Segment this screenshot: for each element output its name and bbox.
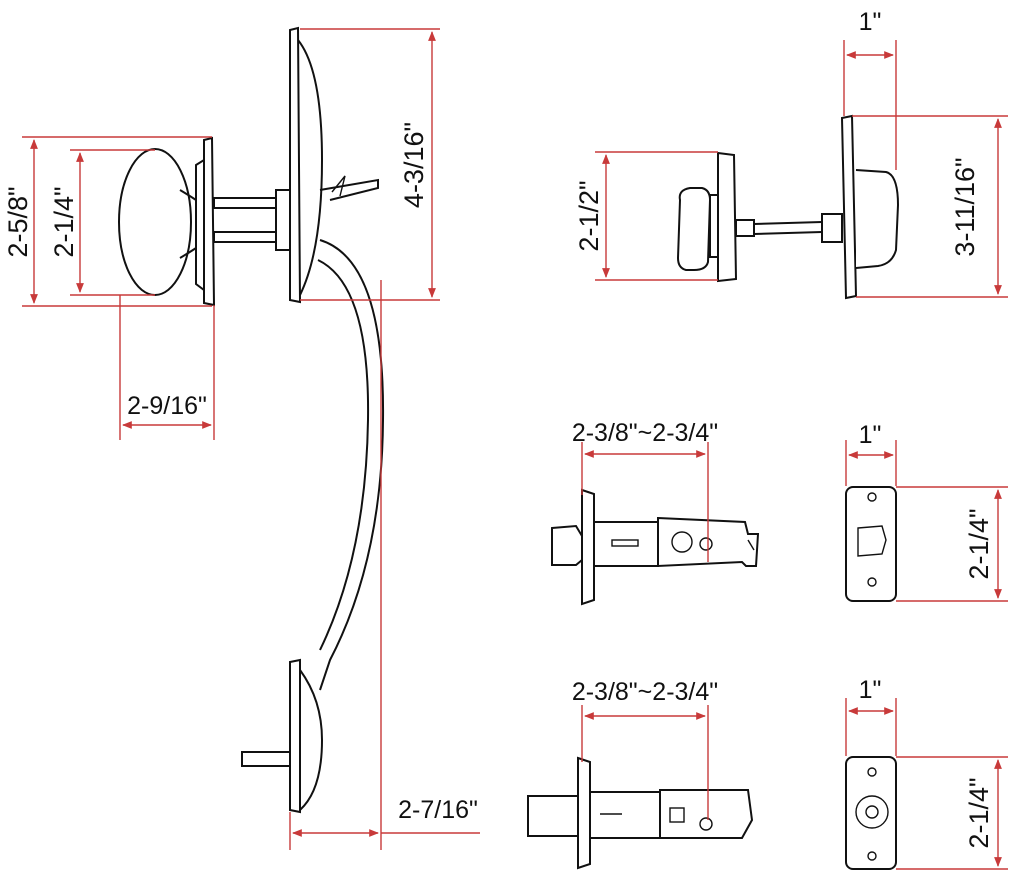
- deadbolt-strike-width-label: 1": [859, 676, 882, 704]
- handle-drawing: [241, 26, 385, 814]
- deadbolt-drawing: [676, 114, 900, 300]
- latch-drawing: [551, 488, 760, 606]
- deadbolt-thumbturn-height-label: 2-1/2": [574, 180, 604, 251]
- knob-height-label: 2-1/4": [49, 186, 79, 257]
- deadbolt-strike-height-label: 2-1/4": [964, 777, 994, 848]
- strike-plate-drawing: [845, 486, 897, 602]
- deadbolt-bolt-drawing: [527, 756, 754, 870]
- strike-height-label: 2-1/4": [964, 508, 994, 579]
- strike-width-label: 1": [859, 421, 882, 449]
- handle-projection-label: 2-7/16": [398, 796, 478, 824]
- knob-projection-label: 2-9/16": [127, 392, 207, 420]
- deadbolt-backset-label: 2-3/8"~2-3/4": [572, 678, 718, 706]
- latch-backset-label: 2-3/8"~2-3/4": [572, 419, 718, 447]
- deadbolt-strike-drawing: [845, 756, 897, 870]
- knob-drawing: [118, 136, 291, 307]
- knob-rose-height-label: 2-5/8": [3, 186, 33, 257]
- handle-plate-height-label: 4-3/16": [399, 122, 429, 208]
- deadbolt-rose-height-label: 3-11/16": [950, 157, 980, 256]
- dimension-lines: [22, 28, 1008, 870]
- deadbolt-rose-width-label: 1": [859, 8, 882, 36]
